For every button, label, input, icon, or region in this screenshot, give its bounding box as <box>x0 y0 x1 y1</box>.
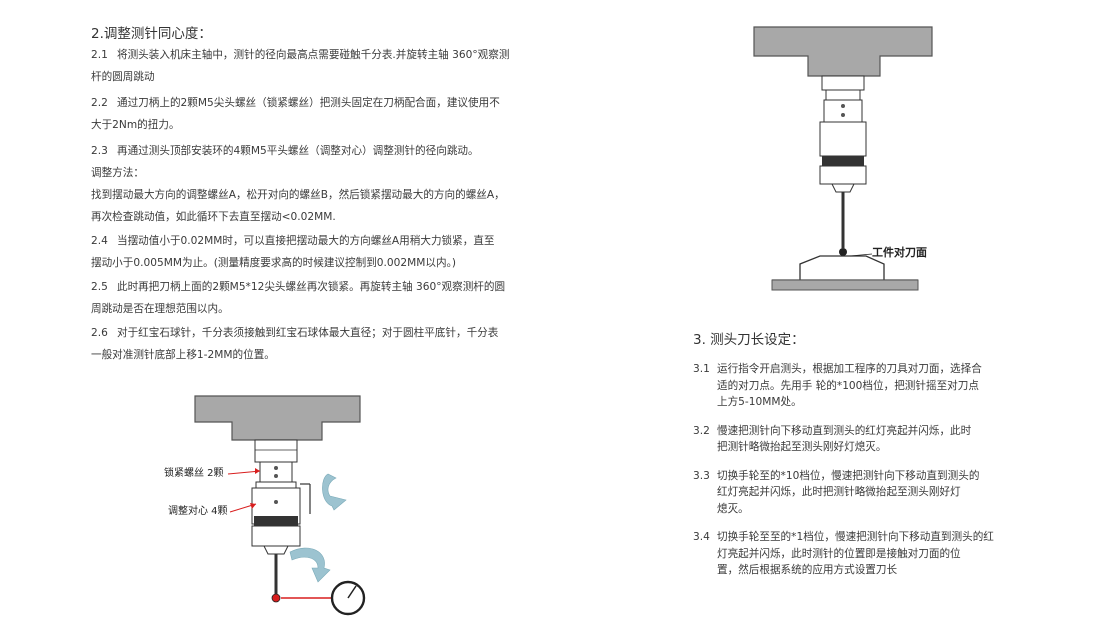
item-text: 红灯亮起并闪烁，此时把测针略微抬起至测头刚好灯 <box>717 486 961 498</box>
item-text: 上方5-10MM处。 <box>717 396 802 408</box>
item-number: 3.1 <box>693 363 710 375</box>
tool-holder <box>821 75 865 91</box>
lock-screw-icon <box>274 466 278 470</box>
machine-table <box>771 279 919 291</box>
item-text: 摆动小于0.005MM为止。(测量精度要求高的时候建议控制到0.002MM以内。… <box>91 257 457 269</box>
item-number: 3.4 <box>693 531 710 543</box>
item-2-1-cont: 杆的圆周跳动 <box>91 66 509 88</box>
item-text: 慢速把测针向下移动直到测头的红灯亮起并闪烁，此时 <box>717 424 972 437</box>
item-text: 此时再把刀柄上面的2颗M5*12尖头螺丝再次锁紧。再旋转主轴 360°观察测杆的… <box>117 281 506 293</box>
spindle-head <box>194 395 361 441</box>
item-3-2: 3.2 慢速把测针向下移动直到测头的红灯亮起并闪烁，此时 把测针略微抬起至测头刚好… <box>693 423 994 456</box>
adjust-screw-icon <box>274 500 278 504</box>
item-3-1: 3.1 运行指令开启测头，根据加工程序的刀具对刀面，选择合 适的对刀点。先用手 轮… <box>693 361 994 411</box>
section-2-heading: 2.调整测针同心度： <box>91 26 212 42</box>
label-lock-screws: 锁紧螺丝 2颗 <box>164 466 224 479</box>
item-text: 运行指令开启测头，根据加工程序的刀具对刀面，选择合 <box>717 363 982 375</box>
item-number: 3.3 <box>693 469 710 482</box>
section-3-body: 3.1 运行指令开启测头，根据加工程序的刀具对刀面，选择合 适的对刀点。先用手 轮… <box>693 361 994 579</box>
item-number: 2.3 <box>91 145 108 157</box>
item-text: 把测针略微抬起至测头刚好灯熄灭。 <box>717 441 887 453</box>
concentricity-figure: 锁紧螺丝 2颗 调整对心 4颗 <box>164 395 366 616</box>
item-2-2: 2.2 通过刀柄上的2颗M5尖头螺丝（锁紧螺丝）把测头固定在刀柄配合面，建议使用不 <box>91 92 509 114</box>
tool-length-figure: 工件对刀面 <box>753 26 933 291</box>
item-2-5-cont: 周跳动是否在理想范围以内。 <box>91 298 509 320</box>
item-text: 切换手轮至至的*1档位，慢速把测针向下移动直到测头的红 <box>717 531 994 543</box>
item-number: 2.1 <box>91 49 108 61</box>
method-line-2: 再次检查跳动值，如此循环下去直至摆动<0.02MM. <box>91 211 336 223</box>
item-2-3: 2.3 再通过测头顶部安装环的4颗M5平头螺丝（调整对心）调整测针的径向跳动。 <box>91 140 509 162</box>
item-number: 2.2 <box>91 97 108 109</box>
item-2-6: 2.6 对于红宝石球针，千分表须接触到红宝石球体最大直径；对于圆柱平底针，千分表 <box>91 322 509 344</box>
item-number: 3.2 <box>693 424 710 437</box>
item-text: 一般对准测针底部上移1-2MM的位置。 <box>91 349 275 361</box>
item-text: 当摆动值小于0.02MM时，可以直接把摆动最大的方向螺丝A用稍大力锁紧，直至 <box>117 235 495 247</box>
ruby-ball <box>271 593 281 603</box>
item-text: 大于2Nm的扭力。 <box>91 119 180 131</box>
item-text: 再通过测头顶部安装环的4颗M5平头螺丝（调整对心）调整测针的径向跳动。 <box>117 145 479 157</box>
item-3-3: 3.3 切换手轮至的*10档位，慢速把测针向下移动直到测头的 红灯亮起并闪烁，此时… <box>693 468 994 518</box>
item-text: 置，然后根据系统的应用方式设置刀长 <box>717 564 898 576</box>
item-number: 2.6 <box>91 327 108 339</box>
item-text: 灯亮起并闪烁，此时测针的位置即是接触对刀面的位 <box>717 547 961 560</box>
item-text: 适的对刀点。先用手 轮的*100档位，把测针摇至对刀点 <box>717 379 979 392</box>
rotation-arrow-lower-icon <box>289 547 331 583</box>
rotation-arrow-icon <box>322 473 347 511</box>
item-text: 杆的圆周跳动 <box>91 71 155 83</box>
method-label: 调整方法： <box>91 167 144 179</box>
item-text: 通过刀柄上的2颗M5尖头螺丝（锁紧螺丝）把测头固定在刀柄配合面，建议使用不 <box>117 97 500 109</box>
item-2-2-cont: 大于2Nm的扭力。 <box>91 114 509 136</box>
probe-body <box>819 121 867 157</box>
item-number: 2.5 <box>91 281 108 293</box>
spindle-head <box>753 26 933 77</box>
item-2-4: 2.4 当摆动值小于0.02MM时，可以直接把摆动最大的方向螺丝A用稍大力锁紧，直… <box>91 230 509 252</box>
workpiece <box>799 255 885 280</box>
item-text: 切换手轮至的*10档位，慢速把测针向下移动直到测头的 <box>717 469 980 482</box>
item-text: 将测头装入机床主轴中，测针的径向最高点需要碰触千分表.并旋转主轴 360°观察测 <box>117 49 510 61</box>
label-adjust-center: 调整对心 4颗 <box>168 504 228 517</box>
section-3-heading: 3. 测头刀长设定： <box>693 332 805 348</box>
label-work-surface: 工件对刀面 <box>872 245 927 259</box>
section-2-body: 2.1 将测头装入机床主轴中，测针的径向最高点需要碰触千分表.并旋转主轴 360°… <box>91 44 509 366</box>
item-3-4: 3.4 切换手轮至至的*1档位，慢速把测针向下移动直到测头的红 灯亮起并闪烁，此时… <box>693 529 994 579</box>
ruby-ball <box>839 248 847 256</box>
item-text: 熄灭。 <box>717 502 749 515</box>
item-text: 对于红宝石球针，千分表须接触到红宝石球体最大直径；对于圆柱平底针，千分表 <box>117 327 499 339</box>
method-line-1: 找到摆动最大方向的调整螺丝A，松开对向的螺丝B，然后锁紧摆动最大的方向的螺丝A， <box>91 189 505 201</box>
item-text: 周跳动是否在理想范围以内。 <box>91 303 229 315</box>
tool-holder <box>254 439 298 463</box>
item-2-4-cont: 摆动小于0.005MM为止。(测量精度要求高的时候建议控制到0.002MM以内。… <box>91 252 509 274</box>
item-2-5: 2.5 此时再把刀柄上面的2颗M5*12尖头螺丝再次锁紧。再旋转主轴 360°观察… <box>91 276 509 298</box>
item-2-6-cont: 一般对准测针底部上移1-2MM的位置。 <box>91 344 509 366</box>
item-2-1: 2.1 将测头装入机床主轴中，测针的径向最高点需要碰触千分表.并旋转主轴 360°… <box>91 44 509 66</box>
item-number: 2.4 <box>91 235 108 247</box>
